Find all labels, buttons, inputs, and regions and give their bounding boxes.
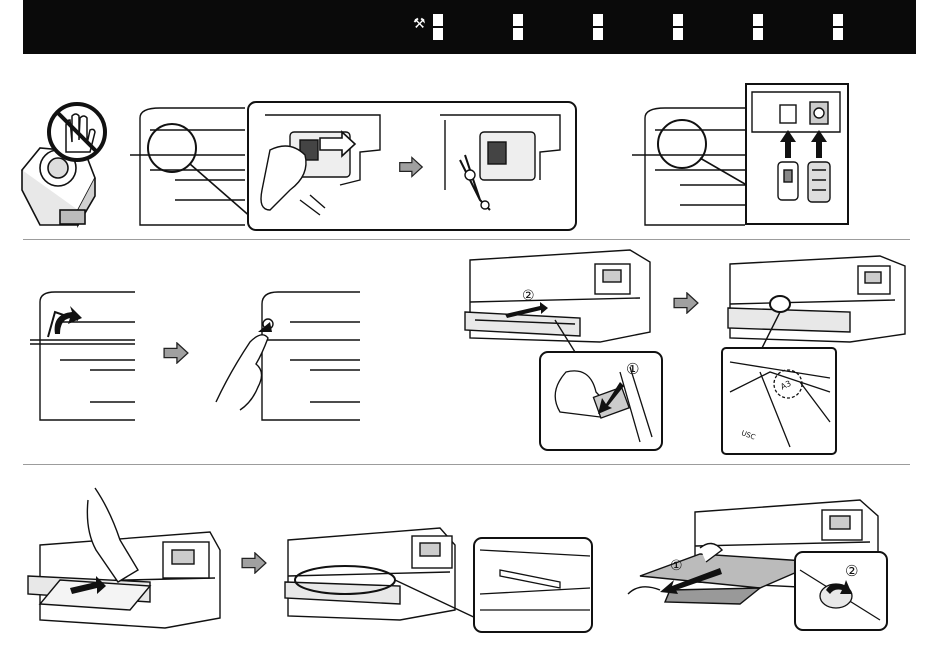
language-box <box>433 14 443 40</box>
printer-cover-press <box>216 292 360 420</box>
step-label: ① <box>626 360 639 378</box>
row3-illustrations: ① ② <box>0 470 950 670</box>
section-divider <box>23 239 910 240</box>
step-label: ② <box>522 288 535 304</box>
wrench-screwdriver-icon: ⚒ <box>413 16 426 32</box>
printer-tray-position <box>728 256 905 342</box>
language-box <box>513 14 523 40</box>
paper-guide-callout <box>474 538 592 632</box>
connector-ports <box>752 92 840 132</box>
step-two-marker: ② <box>522 288 535 304</box>
printer-open-cover <box>30 292 135 420</box>
language-box <box>593 14 603 40</box>
press-arrow-icon <box>258 322 272 332</box>
next-step-arrow <box>674 293 698 313</box>
next-step-arrow <box>242 553 266 573</box>
section-divider <box>23 464 910 465</box>
step-label: ② <box>845 562 858 580</box>
language-box <box>833 14 843 40</box>
printer-insert-paper <box>28 488 220 628</box>
language-box <box>673 14 683 40</box>
printer-paper-loaded <box>285 528 455 620</box>
printer-tray-extended <box>465 250 650 342</box>
language-box <box>753 14 763 40</box>
row2-illustrations: ② ① A3 USC <box>0 242 950 460</box>
header-bar: ⚒ <box>23 0 916 54</box>
next-step-arrow <box>164 343 188 363</box>
row1-illustrations <box>0 60 950 236</box>
step-label: ① <box>670 558 683 574</box>
no-touch-icon <box>49 104 105 160</box>
printer-corner-illustration <box>130 108 260 225</box>
